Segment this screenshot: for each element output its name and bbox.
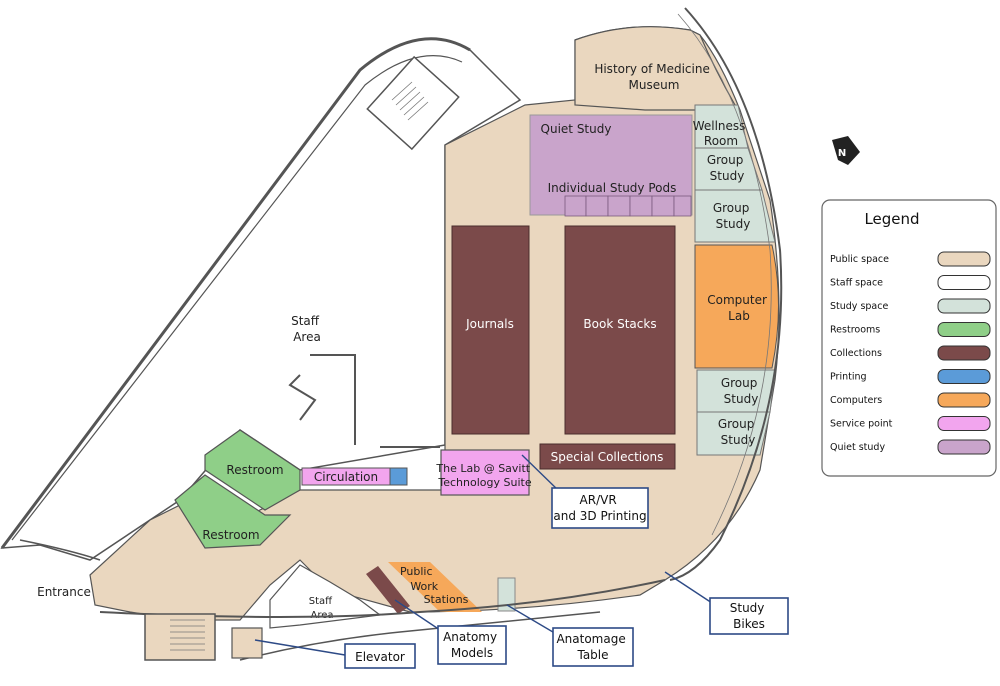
restroom-lower xyxy=(174,474,292,549)
north-arrow-icon: N xyxy=(832,136,860,165)
legend-label: Printing xyxy=(830,372,867,383)
svg-text:Anatomy Models: Anatomy Models xyxy=(443,630,501,660)
special-collections xyxy=(539,443,676,470)
entrance-wall xyxy=(19,539,101,561)
group-study-room-2 xyxy=(694,189,776,243)
restroom-lower-label: Restroom xyxy=(202,528,259,542)
book-stacks xyxy=(564,225,676,435)
south-lower-wall xyxy=(239,611,601,661)
svg-text:N: N xyxy=(838,148,846,159)
legend-label: Public space xyxy=(830,254,889,265)
legend-swatch xyxy=(937,416,991,431)
svg-text:Study Bikes: Study Bikes xyxy=(730,601,768,631)
callout-arvr: AR/VR and 3D Printing xyxy=(551,487,649,529)
legend-row: Collections xyxy=(830,345,991,361)
legend-label: Computers xyxy=(830,395,882,406)
legend-row: Restrooms xyxy=(830,322,991,337)
legend-row: Study space xyxy=(830,298,991,314)
study-pods xyxy=(564,195,692,217)
legend-label: Staff space xyxy=(830,278,883,289)
study-pods-label: Individual Study Pods xyxy=(548,181,677,195)
group-study-2-label: Group Study xyxy=(713,201,753,231)
legend-label: Quiet study xyxy=(830,442,885,453)
lab-savitt-label: The Lab @ Savitt Technology Suite xyxy=(435,462,533,489)
svg-text:Elevator: Elevator xyxy=(355,650,405,664)
wellness-label: Wellness Room xyxy=(693,119,750,148)
group-study-4-label: Group Study xyxy=(718,417,758,447)
staff-interior-walls xyxy=(288,354,440,448)
legend-label: Collections xyxy=(830,348,882,359)
staff-area-south-label: Staff Area xyxy=(309,596,335,621)
legend-row: Public space xyxy=(830,251,991,267)
public-work-stations xyxy=(388,562,482,612)
svg-text:Anatomage Table: Anatomage Table xyxy=(556,632,629,662)
special-collections-label: Special Collections xyxy=(551,450,664,464)
elevator-shaft xyxy=(231,627,263,659)
computer-lab-label: Computer Lab xyxy=(707,293,770,323)
legend-row: Printing xyxy=(830,369,991,384)
legend-swatch xyxy=(937,298,991,314)
callout-elevator: Elevator xyxy=(344,643,416,669)
legend-swatch xyxy=(937,439,991,455)
east-curved-wall xyxy=(669,7,783,581)
legend-title: Legend xyxy=(864,210,919,228)
legend-row: Service point xyxy=(830,416,991,431)
public-work-label: Public Work Stations xyxy=(400,565,469,606)
callout-leaders xyxy=(254,454,713,656)
legend-swatch xyxy=(937,322,991,337)
legend-row: Computers xyxy=(830,392,991,408)
staff-area-label: Staff Area xyxy=(291,314,323,344)
legend-swatch xyxy=(937,345,991,361)
staff-area-south xyxy=(269,564,382,629)
callout-anatomy-models: Anatomy Models xyxy=(437,625,507,665)
computer-lab-room xyxy=(694,244,779,369)
stairwell-south xyxy=(144,613,216,661)
lab-savitt-room xyxy=(440,449,530,496)
restroom-upper xyxy=(204,429,301,511)
journals-stacks xyxy=(451,225,530,435)
anatomage-table xyxy=(497,577,516,612)
callout-anatomage: Anatomage Table xyxy=(552,627,634,667)
restroom-upper-label: Restroom xyxy=(226,463,283,477)
group-study-room-4 xyxy=(696,411,771,456)
legend-swatch xyxy=(937,369,991,384)
east-curved-wall-inner xyxy=(677,13,772,536)
legend-label: Study space xyxy=(830,301,888,312)
group-study-3-label: Group Study xyxy=(721,376,761,406)
legend-row: Staff space xyxy=(830,275,991,290)
book-stacks-label: Book Stacks xyxy=(583,317,656,331)
stairwell-north xyxy=(366,55,460,151)
legend-swatch xyxy=(937,251,991,267)
callout-study-bikes: Study Bikes xyxy=(709,597,789,635)
legend-swatch xyxy=(937,392,991,408)
quiet-study-label: Quiet Study xyxy=(541,122,612,136)
printing-station xyxy=(389,467,408,486)
journals-label: Journals xyxy=(465,317,514,331)
history-museum-label: History of Medicine Museum xyxy=(594,62,713,92)
svg-text:AR/VR and 3D Printing: AR/VR and 3D Printing xyxy=(553,493,646,523)
circulation-label: Circulation xyxy=(314,470,378,484)
entrance-label: Entrance xyxy=(37,585,91,599)
legend-row: Quiet study xyxy=(830,439,991,455)
legend-label: Service point xyxy=(830,419,893,430)
legend-label: Restrooms xyxy=(830,325,880,336)
group-study-1-label: Group Study xyxy=(707,153,747,183)
outer-curved-wall xyxy=(0,37,471,549)
legend-swatch xyxy=(937,275,991,290)
